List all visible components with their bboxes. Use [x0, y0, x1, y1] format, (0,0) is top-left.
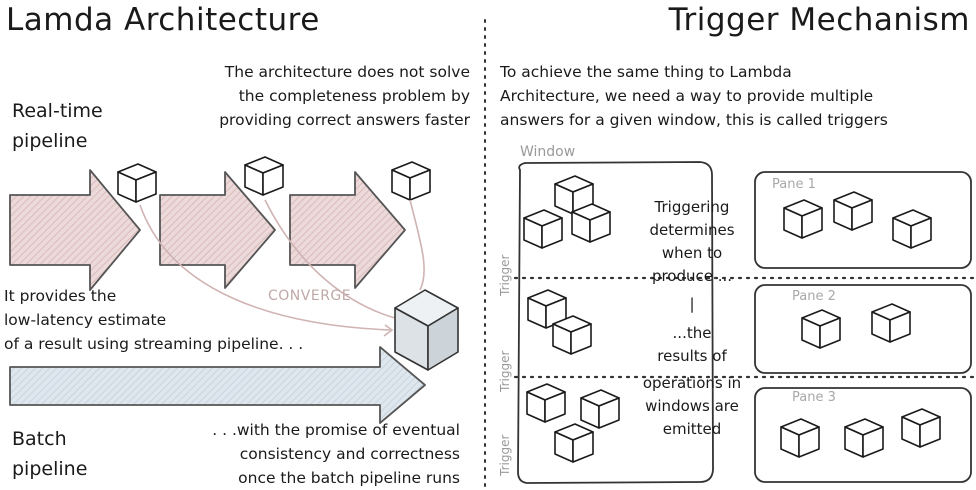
note-middle-line-1: It provides the [4, 287, 117, 305]
batch-arrow [9, 346, 426, 424]
realtime-label-line-1: Real-time [12, 100, 103, 122]
pane-2-cube [871, 303, 911, 343]
window-cube [580, 389, 620, 429]
window-box [517, 161, 714, 484]
converge-curves [139, 199, 425, 337]
pane-3-cube [844, 418, 884, 458]
pane-3-box [754, 387, 972, 483]
intro-line-2: Architecture, we need a way to provide m… [500, 87, 874, 105]
window-cube [571, 203, 611, 243]
converge-label: CONVERGE [268, 288, 352, 304]
pane-1-cube [783, 199, 823, 239]
realtime-label-line-2: pipeline [12, 130, 88, 152]
batch-label-line-2: pipeline [12, 458, 88, 480]
pane-2-box [754, 284, 972, 374]
window-cube [552, 315, 592, 355]
note-bottom-line-3: once the batch pipeline runs [238, 469, 460, 487]
batch-label-line-1: Batch [12, 428, 67, 450]
mid-bottom-line-1: ...the [672, 324, 712, 342]
pane-2-cube [801, 309, 841, 349]
realtime-arrow-2 [159, 171, 276, 289]
note-top-line-1: The architecture does not solve [224, 63, 470, 81]
pane-1-label: Pane 1 [772, 177, 816, 192]
intro-line-1: To achieve the same thing to Lambda [500, 63, 792, 81]
window-label: Window [520, 144, 576, 160]
trigger-label-2: Trigger [498, 350, 512, 392]
realtime-arrow-1 [9, 169, 141, 291]
left-title: Lamda Architecture [6, 2, 320, 38]
mid-bottom-line-5: emitted [662, 420, 722, 438]
mid-bottom-line-3: operations in [642, 374, 742, 392]
realtime-cube-2 [244, 156, 284, 196]
note-top-line-3: providing correct answers faster [219, 111, 470, 129]
converge-cube [394, 289, 459, 371]
mid-top-line-1: Triggering [654, 198, 730, 216]
pane-2-label: Pane 2 [792, 289, 836, 304]
mid-bottom-line-2: results of [657, 347, 727, 365]
pane-3-cube [901, 408, 941, 448]
pane-1-cube [833, 191, 873, 231]
note-middle-line-2: low-latency estimate [4, 311, 167, 329]
realtime-cube-1 [117, 163, 157, 203]
pane-1-cube [892, 209, 932, 249]
right-title: Trigger Mechanism [668, 2, 970, 38]
window-cube [523, 209, 563, 249]
pane-3-label: Pane 3 [792, 390, 836, 405]
pane-1-box [754, 171, 972, 269]
trigger-label-3: Trigger [498, 434, 512, 476]
note-middle-line-3: of a result using streaming pipeline. . … [4, 335, 304, 353]
realtime-cube-3 [391, 161, 431, 201]
mid-bottom-line-4: windows are [645, 397, 739, 415]
intro-line-3: answers for a given window, this is call… [500, 111, 888, 129]
realtime-arrow-3 [289, 171, 406, 289]
note-bottom-line-1: . . .with the promise of eventual [212, 421, 460, 439]
mid-top-line-3: when to [661, 244, 723, 262]
trigger-lines [513, 276, 976, 379]
window-cube [526, 383, 566, 423]
note-bottom-line-2: consistency and correctness [239, 445, 460, 463]
window-cube [554, 423, 594, 463]
note-top-line-2: the completeness problem by [238, 87, 470, 105]
mid-top-line-2: determines [649, 221, 735, 239]
mid-divider: | [689, 295, 695, 313]
mid-top-line-4: produce ... [651, 267, 733, 285]
pane-3-cube [780, 418, 820, 458]
trigger-label-1: Trigger [498, 254, 512, 296]
